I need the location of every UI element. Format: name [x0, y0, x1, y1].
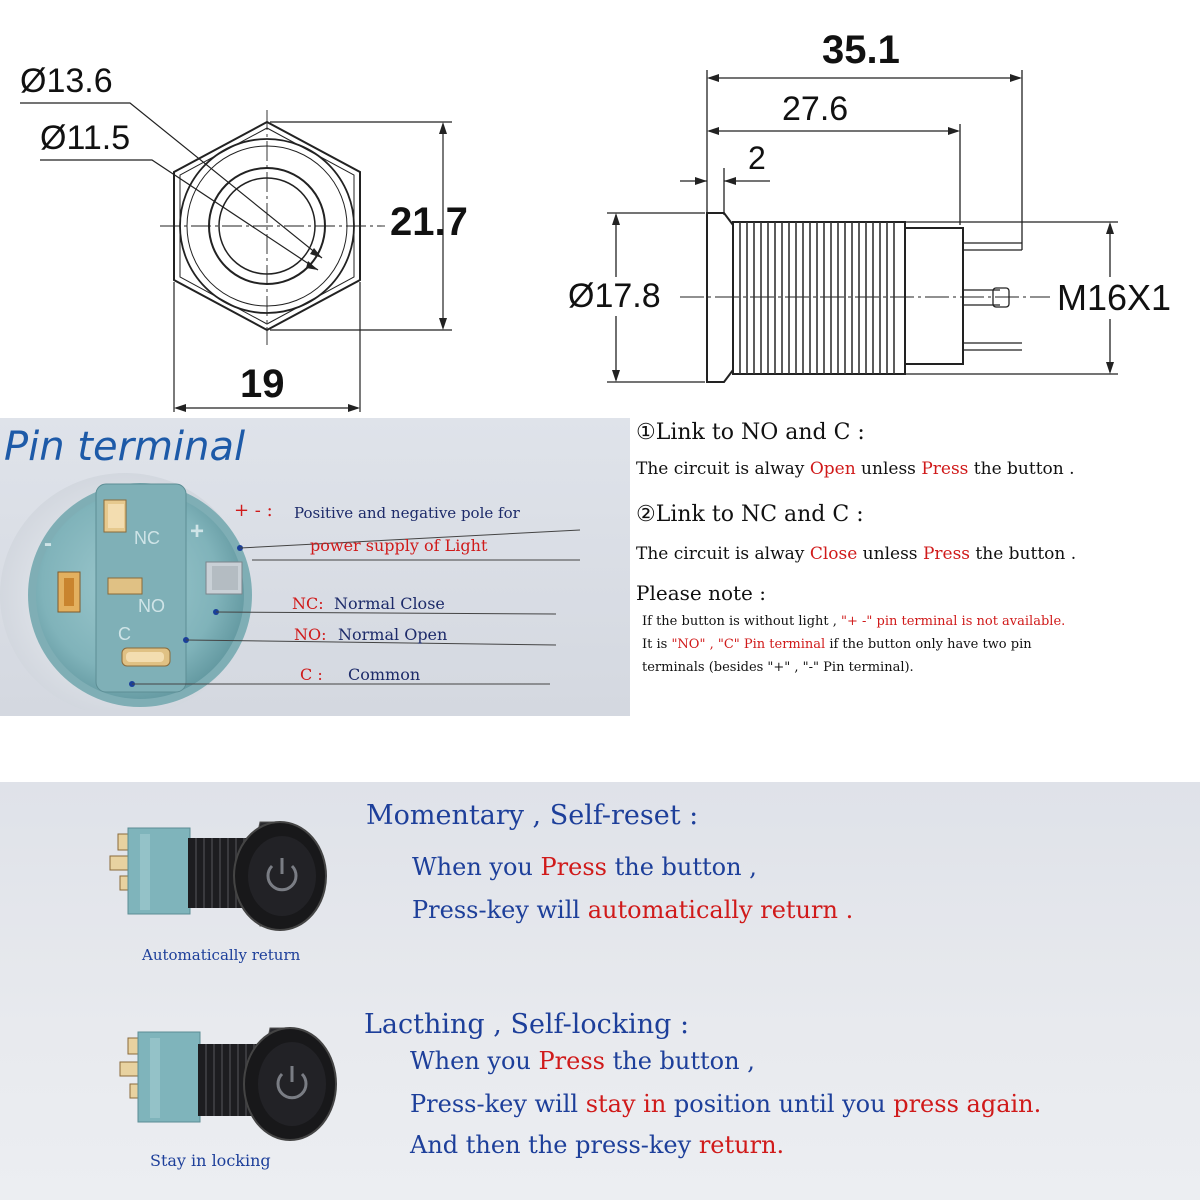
text-highlight: . [837, 896, 854, 924]
nc-label: NC: [292, 594, 324, 613]
total-length-label: 35.1 [822, 28, 900, 72]
no-desc: Normal Open [338, 625, 448, 644]
text-highlight: Open [809, 459, 856, 479]
latching-caption: Stay in locking [150, 1151, 271, 1170]
latching-title: Lacthing , Self-locking : [364, 1009, 690, 1040]
text-highlight: . [776, 1131, 785, 1159]
text-highlight: Press [538, 1047, 605, 1075]
text-highlight: Press [540, 853, 607, 881]
text-highlight: Press [921, 459, 969, 479]
body-label-plus: + [190, 518, 205, 545]
inner-diameter-label: Ø11.5 [40, 119, 131, 157]
text-segment: unless [857, 544, 923, 564]
front-view-drawing [20, 102, 452, 412]
text-segment: It is [642, 637, 672, 652]
text-segment: the button . [970, 544, 1077, 564]
text-segment: If the button is without light , [642, 614, 842, 629]
text-highlight: return [698, 1131, 777, 1159]
text-highlight: "NO" , "C" Pin terminal [671, 637, 826, 652]
momentary-line-2: Press-key will automatically return . [412, 896, 853, 924]
pin-leader-lines [132, 529, 581, 685]
outer-diameter-label: Ø13.6 [20, 62, 113, 100]
text-segment: unless [855, 459, 922, 479]
link-no-title: ①Link to NO and C : [636, 420, 865, 445]
text-segment: When you [412, 853, 541, 881]
latching-switch-image [119, 1027, 337, 1141]
body-label-nc: NC [134, 528, 160, 548]
text-segment: The circuit is alway [636, 459, 810, 479]
momentary-switch-image [109, 821, 327, 931]
text-segment: the button . [968, 459, 1075, 479]
text-highlight: press again [893, 1090, 1034, 1118]
thread-label: M16X1 [1055, 277, 1174, 319]
text-highlight: "+ -" pin terminal is not available. [841, 614, 1066, 629]
momentary-title: Momentary , Self-reset : [366, 800, 699, 831]
text-highlight: automatically return [587, 896, 838, 924]
text-segment: the button , [606, 853, 757, 881]
body-label-minus: - [44, 530, 52, 557]
flange-diameter-label: Ø17.8 [566, 277, 663, 316]
power-icon [276, 1066, 308, 1100]
body-length-label: 27.6 [782, 90, 849, 128]
height-label: 21.7 [390, 200, 468, 244]
pin-terminal-photo [0, 473, 252, 710]
text-segment: When you [410, 1047, 539, 1075]
c-desc: Common [348, 665, 421, 684]
text-segment: Press-key will [410, 1090, 586, 1118]
width-label: 19 [240, 362, 285, 406]
link-nc-title: ②Link to NC and C : [636, 502, 864, 527]
note-line-3: terminals (besides "+" , "-" Pin termina… [642, 660, 914, 675]
link-no-line: The circuit is alway Open unless Press t… [636, 459, 1075, 479]
c-label: C : [300, 665, 323, 684]
text-segment: if the button only have two pin [825, 637, 1032, 652]
pin-terminal-title: Pin terminal [4, 424, 246, 470]
note-line-1: If the button is without light , "+ -" p… [642, 614, 1065, 629]
text-highlight: Close [809, 544, 858, 564]
plus-minus-desc-1: Positive and negative pole for [294, 504, 520, 522]
note-title: Please note : [636, 581, 766, 605]
note-line-2: It is "NO" , "C" Pin terminal if the but… [642, 637, 1032, 652]
body-label-c: C [118, 624, 131, 644]
text-segment: The circuit is alway [636, 544, 810, 564]
text-segment: Press-key will [412, 896, 588, 924]
power-icon [266, 858, 298, 892]
momentary-line-1: When you Press the button , [412, 853, 757, 881]
flange-thickness-label: 2 [748, 140, 766, 176]
text-highlight: Press [922, 544, 971, 564]
side-view-drawing [607, 70, 1118, 383]
nc-desc: Normal Close [334, 594, 445, 613]
momentary-caption: Automatically return [142, 946, 301, 964]
plus-minus-label: + - : [234, 500, 273, 521]
text-highlight: stay in [585, 1090, 667, 1118]
text-highlight: . [1033, 1090, 1042, 1118]
no-label: NO: [294, 625, 327, 644]
link-nc-line: The circuit is alway Close unless Press … [636, 544, 1076, 564]
latching-line-2: Press-key will stay in position until yo… [410, 1090, 1041, 1118]
body-label-no: NO [138, 596, 165, 616]
text-segment: position until you [666, 1090, 894, 1118]
plus-minus-desc-2: power supply of Light [310, 536, 488, 555]
latching-line-1: When you Press the button , [410, 1047, 755, 1075]
text-segment: the button , [604, 1047, 755, 1075]
text-segment: And then the press-key [410, 1131, 699, 1159]
latching-line-3: And then the press-key return. [410, 1131, 784, 1159]
